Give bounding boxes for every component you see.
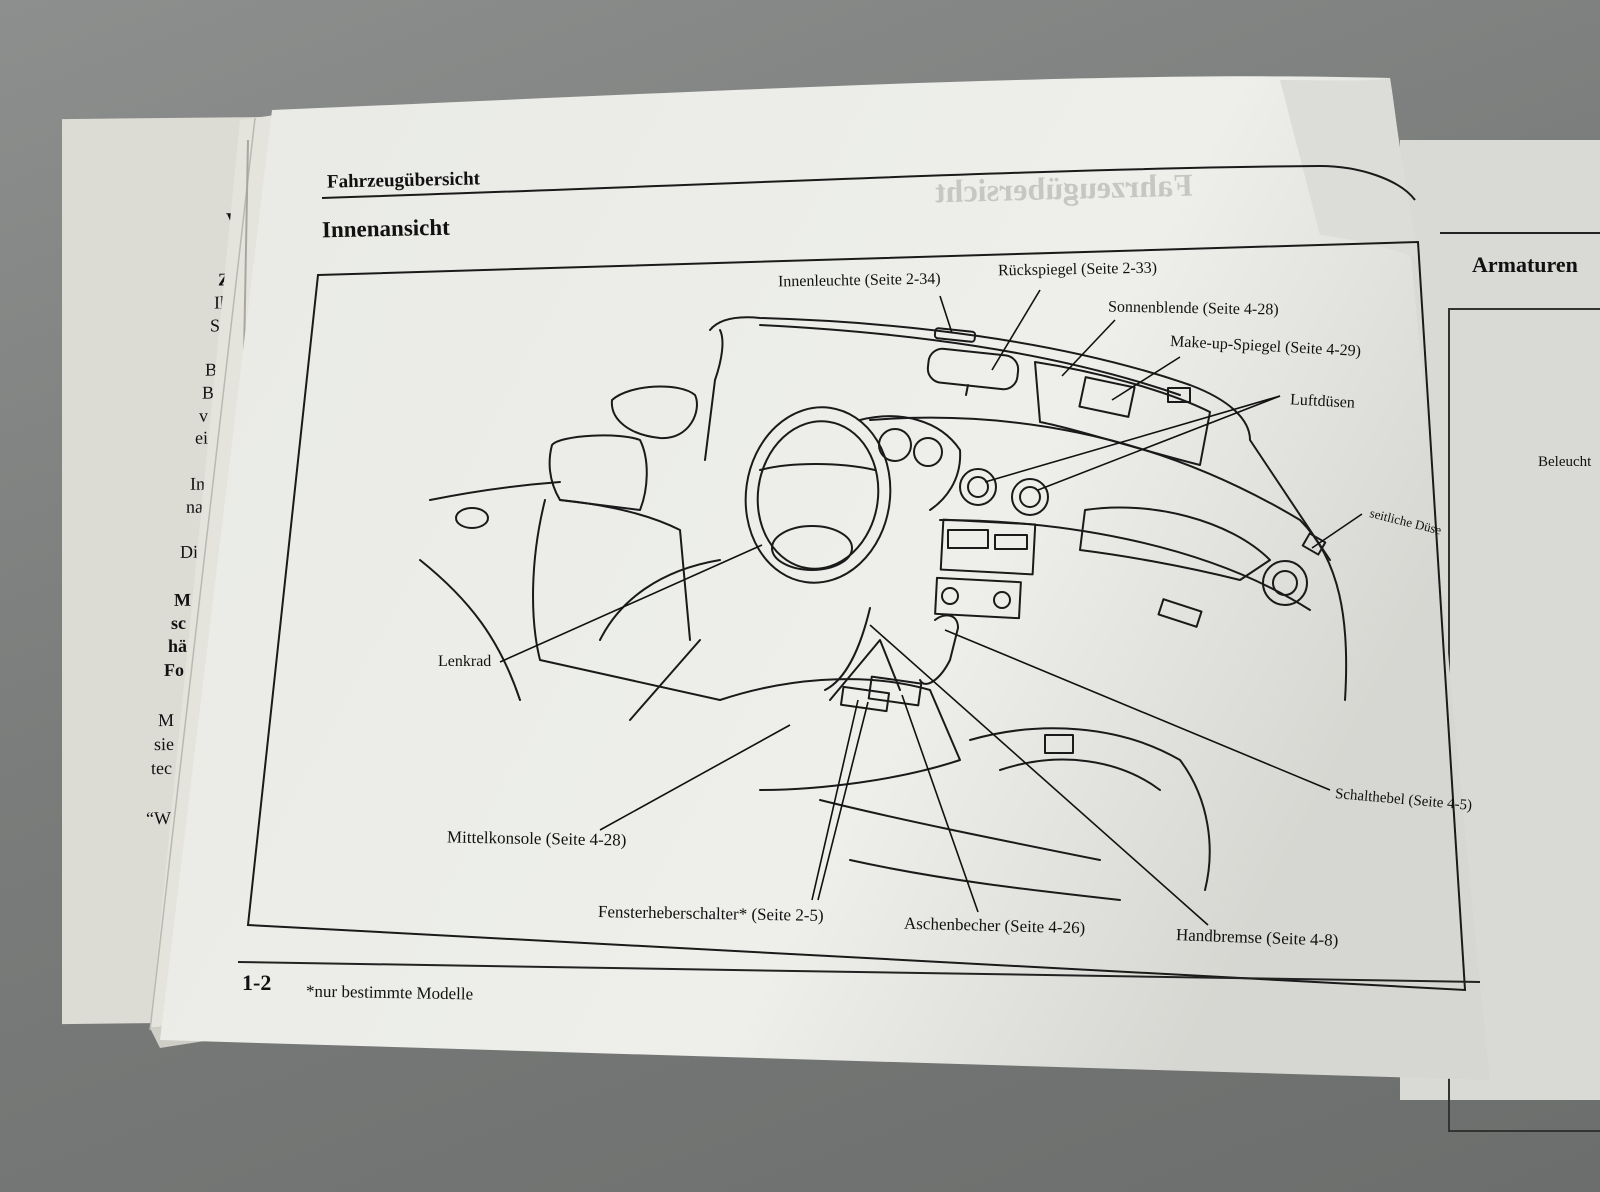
leader-rueckspiegel: [991, 289, 1041, 371]
page-number: 1-2: [242, 970, 272, 995]
label-fensterheberschalter: Fensterheberschalter* (Seite 2-5): [597, 902, 824, 925]
sun-visor: [1034, 361, 1211, 466]
leader-seitliche: [1311, 513, 1363, 549]
leader-sonnenblende: [1061, 319, 1116, 377]
rear-view-mirror: [926, 347, 1020, 391]
footnote: *nur bestimmte Modelle: [305, 981, 474, 1004]
leader-fenster-2: [817, 701, 869, 901]
radio-unit: [939, 518, 1037, 576]
center-vent: [959, 468, 997, 506]
handbrake: [824, 607, 871, 691]
center-vent: [1011, 478, 1049, 516]
center-console: [719, 678, 961, 791]
steering-wheel: [744, 406, 892, 584]
leader-handbremse: [869, 624, 1209, 926]
seat: [548, 434, 648, 511]
side-mirror: [610, 385, 698, 440]
leader-luftduesen-1: [984, 395, 1281, 483]
leader-schalthebel: [944, 629, 1331, 791]
leader-makeup: [1111, 356, 1181, 401]
right-page-heading: Armaturen: [1472, 252, 1578, 277]
leader-fenster-1: [811, 699, 859, 901]
label-rueckspiegel: Rückspiegel (Seite 2-33): [997, 259, 1158, 280]
label-lenkrad: Lenkrad: [438, 653, 492, 670]
leader-innenleuchte: [939, 295, 953, 334]
label-luftduesen: Luftdüsen: [1289, 391, 1356, 412]
label-innenleuchte: Innenleuchte (Seite 2-34): [777, 270, 941, 291]
side-vent: [1262, 560, 1308, 606]
right-page-label: Beleucht: [1538, 454, 1592, 470]
label-mittelkonsole: Mittelkonsole (Seite 4-28): [446, 827, 627, 850]
leader-mittelkonsole: [599, 724, 791, 831]
leader-aschenbecher: [901, 694, 979, 913]
leader-lenkrad: [499, 544, 763, 663]
label-sonnenblende: Sonnenblende (Seite 4-28): [1107, 298, 1279, 319]
leader-luftduesen-2: [1037, 395, 1281, 491]
dashboard: [869, 416, 1348, 701]
gear-lever: [919, 614, 959, 685]
